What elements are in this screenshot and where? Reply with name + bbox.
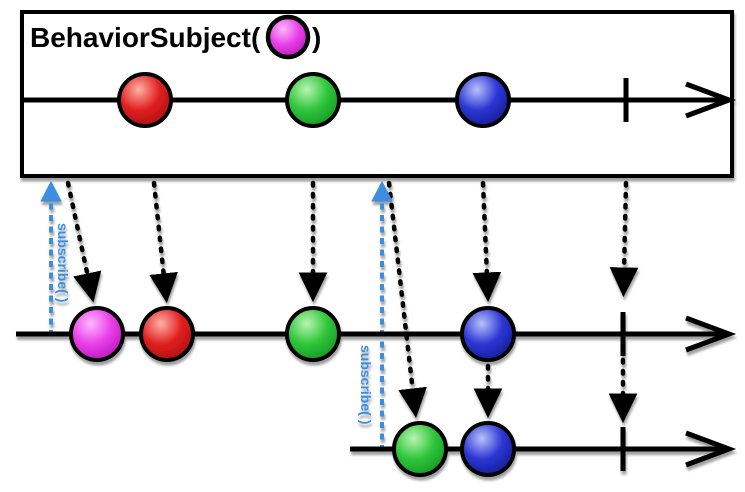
connector-initial-magenta xyxy=(65,180,102,303)
subscriber1-timeline-arrowhead-icon xyxy=(685,315,737,353)
connector-red xyxy=(149,180,178,303)
marble-red xyxy=(117,72,173,128)
subscriber1-timeline xyxy=(16,306,737,362)
diagram-title-prefix: BehaviorSubject( xyxy=(30,22,261,53)
subscriber2-timeline-events xyxy=(392,421,626,477)
subscriber2-timeline xyxy=(350,421,737,477)
marble-green xyxy=(392,421,448,477)
event-connectors xyxy=(65,180,639,424)
subscribe-label-1: subscribe( ) xyxy=(55,223,71,302)
subscriber1-timeline-events xyxy=(69,306,626,362)
connector-complete xyxy=(609,180,639,298)
marble-red xyxy=(139,306,195,362)
initial-value-marble-magenta xyxy=(265,14,311,60)
marble-green xyxy=(285,306,341,362)
marble-blue xyxy=(460,421,516,477)
marble-blue xyxy=(455,72,511,128)
source-timeline-arrowhead-icon xyxy=(685,81,737,119)
marble-magenta xyxy=(69,306,125,362)
marble-blue xyxy=(460,306,516,362)
marble-green xyxy=(285,72,341,128)
source-timeline-events xyxy=(117,72,629,128)
connector-blue xyxy=(472,180,502,303)
subscribe-1: subscribe( ) xyxy=(40,180,71,336)
diagram-title-suffix: ) xyxy=(312,22,321,53)
subscriber2-timeline-arrowhead-icon xyxy=(685,430,737,468)
subscribe-label-2: subscribe( ) xyxy=(358,345,374,424)
source-timeline xyxy=(24,72,737,128)
connector-green-subscriber2 xyxy=(386,180,427,418)
subscribe-2: subscribe( ) xyxy=(358,180,393,451)
